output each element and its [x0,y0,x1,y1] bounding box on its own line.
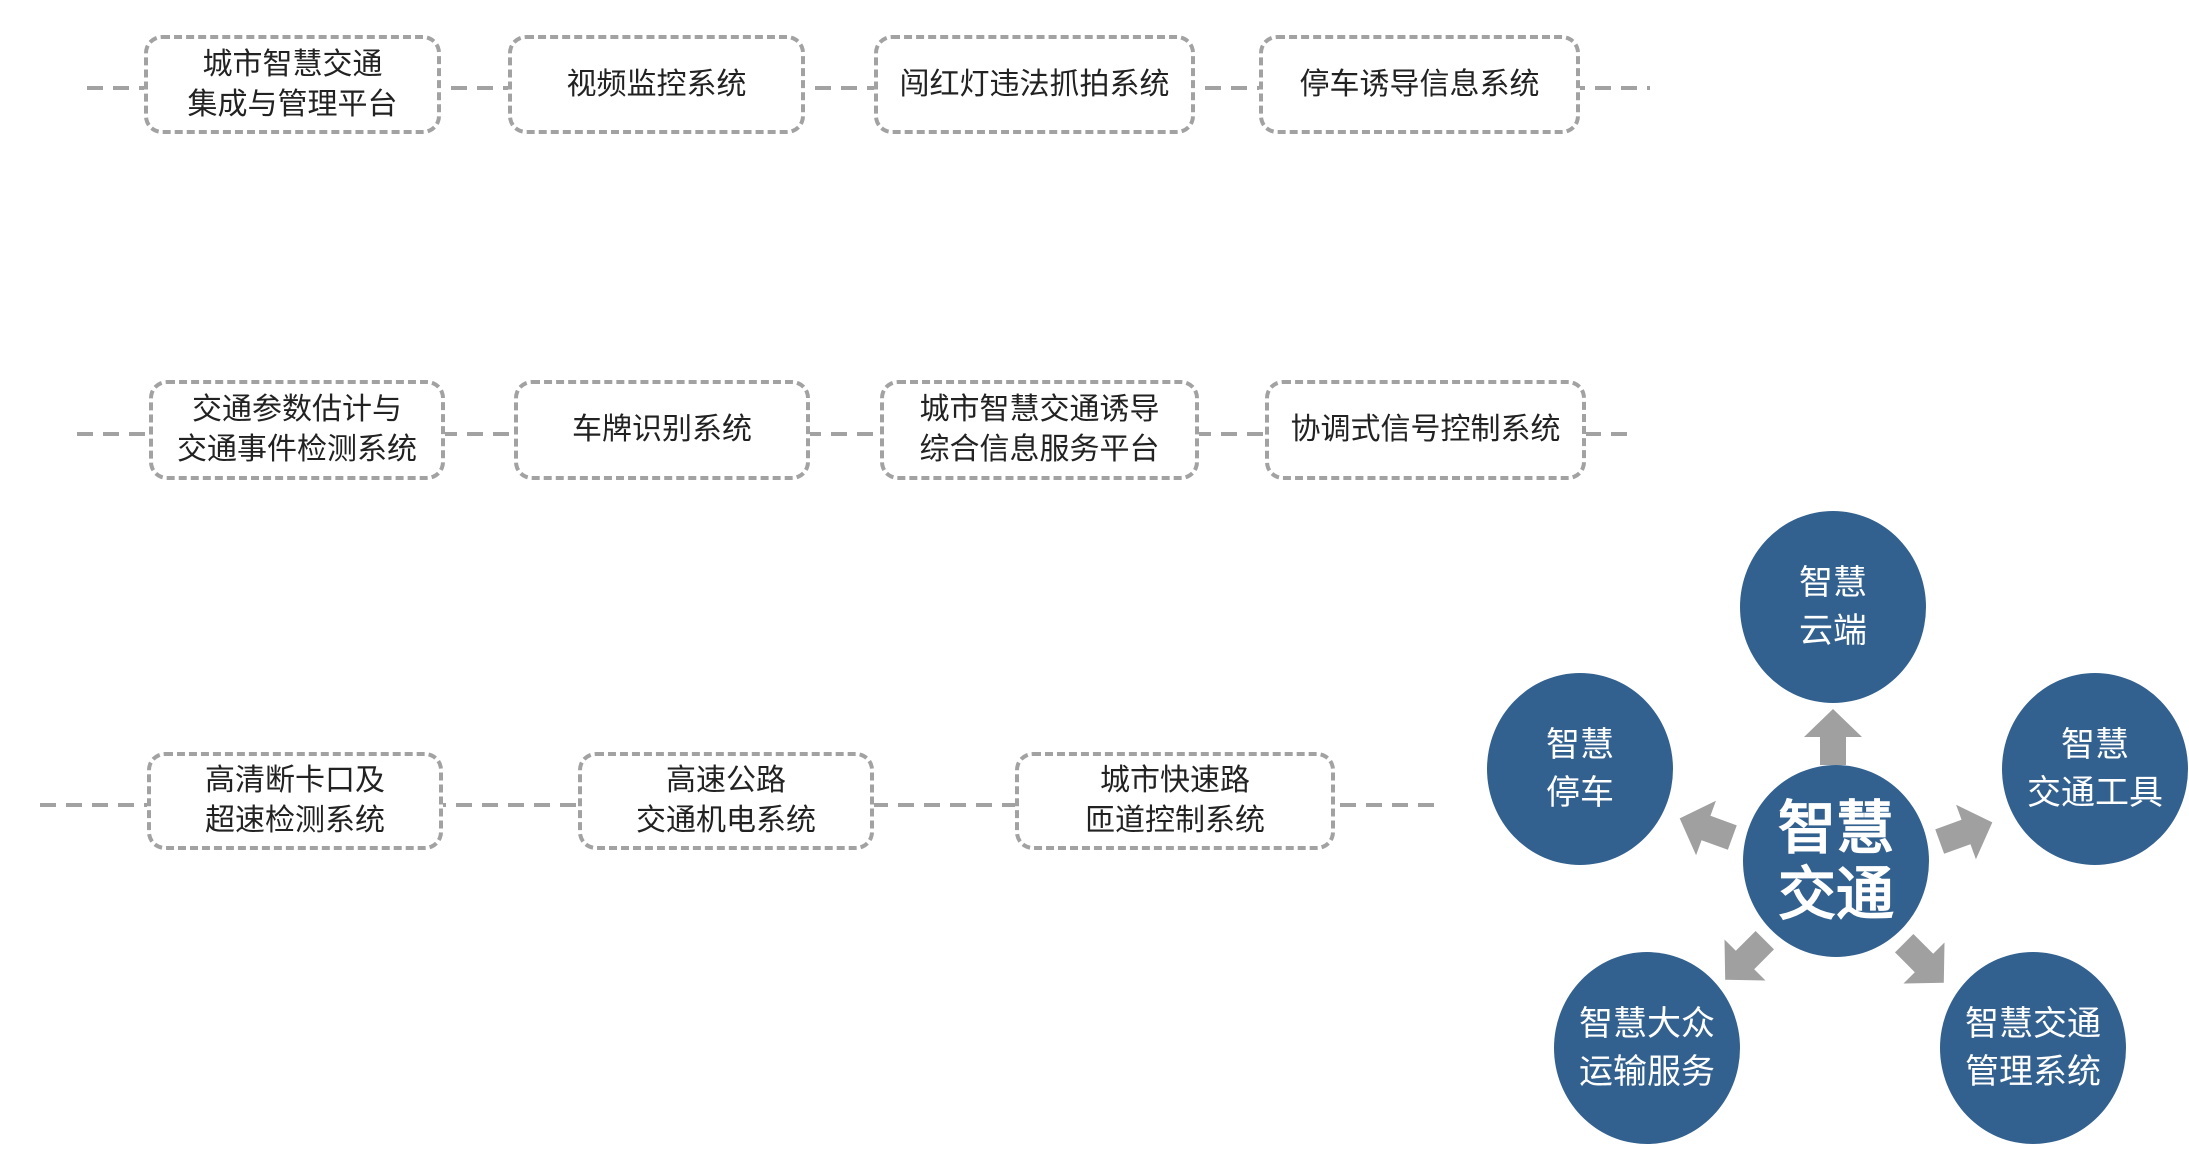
node-line: 交通工具 [2027,773,2163,813]
box-integration-platform: 城市智慧交通 集成与管理平台 [144,35,441,134]
node-smart-traffic-center: 智慧 交通 [1743,765,1929,957]
box-checkpoint-speed: 高清断卡口及 超速检测系统 [147,752,443,850]
box-line: 超速检测系统 [205,803,385,838]
arrow-left-icon [1679,800,1737,856]
box-line: 交通事件检测系统 [177,432,417,467]
box-parking-guidance: 停车诱导信息系统 [1259,35,1580,134]
box-line: 车牌识别系统 [572,412,752,447]
box-ramp-control: 城市快速路 匝道控制系统 [1015,752,1335,850]
arrow-right-icon [1935,804,1993,860]
box-guidance-info-platform: 城市智慧交通诱导 综合信息服务平台 [880,380,1199,480]
box-line: 城市快速路 [1100,763,1250,798]
node-traffic-management: 智慧交通 管理系统 [1940,952,2126,1144]
center-line: 智慧 [1777,794,1894,862]
box-line: 高速公路 [666,763,786,798]
box-traffic-parameter-detection: 交通参数估计与 交通事件检测系统 [149,380,445,480]
node-line: 智慧交通 [1965,1004,2101,1044]
node-line: 智慧大众 [1579,1004,1715,1044]
box-video-surveillance: 视频监控系统 [508,35,805,134]
center-line: 交通 [1777,860,1894,928]
box-line: 匝道控制系统 [1085,803,1265,838]
box-line: 停车诱导信息系统 [1299,66,1540,102]
arrow-up-icon [1804,709,1862,765]
node-line: 智慧 [1799,563,1867,603]
box-line: 城市智慧交通诱导 [919,392,1160,427]
box-line: 综合信息服务平台 [919,432,1160,467]
node-line: 运输服务 [1579,1052,1715,1092]
box-highway-electromechanical: 高速公路 交通机电系统 [578,752,874,850]
arrow-down-left-icon [1724,931,1774,981]
box-line: 高清断卡口及 [205,763,385,798]
node-line: 智慧 [2061,725,2129,765]
node-line: 云端 [1799,611,1867,651]
box-line: 视频监控系统 [566,66,747,102]
box-line: 协调式信号控制系统 [1290,412,1561,447]
node-smart-parking: 智慧 停车 [1487,673,1673,865]
box-line: 交通机电系统 [636,803,816,838]
node-smart-cloud: 智慧 云端 [1740,511,1926,703]
node-line: 管理系统 [1965,1052,2101,1092]
box-line: 交通参数估计与 [192,392,402,427]
node-public-transport: 智慧大众 运输服务 [1554,952,1740,1144]
node-line: 智慧 [1546,725,1614,765]
box-line: 城市智慧交通 [202,46,383,82]
arrow-down-right-icon [1895,934,1945,984]
box-red-light-capture: 闯红灯违法抓拍系统 [874,35,1195,134]
box-line: 集成与管理平台 [187,86,398,122]
node-smart-vehicles: 智慧 交通工具 [2002,673,2188,865]
node-line: 停车 [1546,773,1614,813]
box-line: 闯红灯违法抓拍系统 [899,66,1170,102]
box-plate-recognition: 车牌识别系统 [514,380,810,480]
box-signal-control: 协调式信号控制系统 [1265,380,1586,480]
